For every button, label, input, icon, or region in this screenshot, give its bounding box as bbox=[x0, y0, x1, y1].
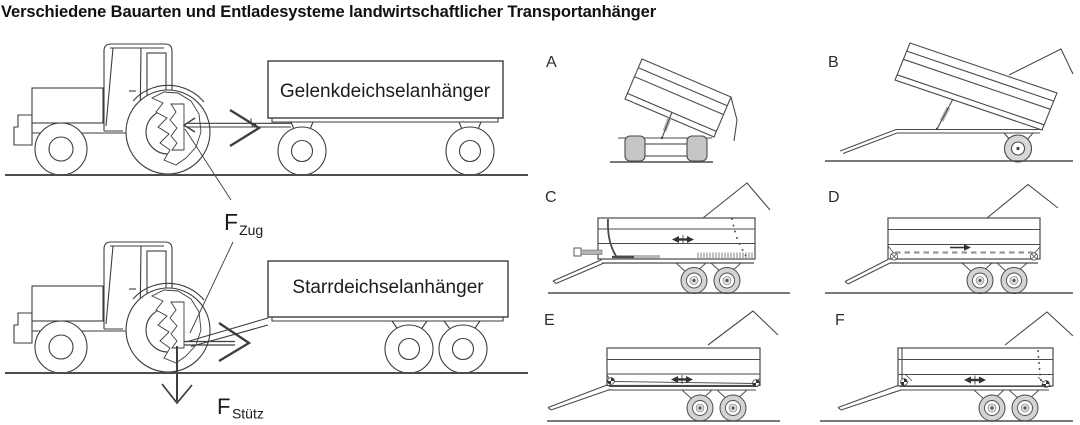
wheel-icon bbox=[713, 266, 741, 295]
wheel-icon bbox=[686, 394, 714, 422]
panel-f: F bbox=[820, 311, 1074, 422]
roller-icon bbox=[607, 377, 615, 385]
fzug-leader-top bbox=[184, 128, 232, 201]
wheel-icon bbox=[680, 266, 708, 295]
drawbar-chassis bbox=[839, 128, 1042, 155]
hitch-bottom bbox=[161, 241, 252, 405]
wheel-icon bbox=[686, 135, 708, 162]
trailer-starr: Starrdeichselanhänger bbox=[185, 260, 509, 374]
drawbar bbox=[837, 384, 902, 411]
scene-gelenkdeichsel: Gelenkdeichselanhänger bbox=[5, 43, 528, 201]
scene-starrdeichsel: Starrdeichselanhänger bbox=[5, 241, 528, 405]
roller-icon bbox=[1029, 252, 1039, 261]
hitch-top bbox=[182, 109, 291, 201]
material-flow-dots bbox=[731, 218, 747, 257]
panel-a: A bbox=[546, 54, 738, 163]
fzug-leader-bottom bbox=[189, 241, 234, 334]
roller-icon bbox=[900, 378, 908, 386]
tractor-drawing-bottom bbox=[13, 241, 211, 374]
direction-arrow-icon bbox=[964, 244, 971, 251]
panel-b-letter: B bbox=[828, 54, 839, 71]
push-off-wall bbox=[607, 218, 618, 259]
trailer-gelenk-label: Gelenkdeichselanhänger bbox=[280, 81, 491, 102]
panel-e-letter: E bbox=[544, 312, 555, 329]
wheel-icon bbox=[978, 394, 1006, 422]
panel-f-letter: F bbox=[835, 312, 845, 329]
panel-c: C bbox=[545, 182, 790, 295]
panel-c-letter: C bbox=[545, 189, 557, 206]
drawbar bbox=[552, 258, 605, 285]
tractor-drawing-top bbox=[13, 43, 211, 176]
roller-icon bbox=[752, 379, 760, 387]
push-off-cylinder bbox=[580, 249, 603, 255]
trailer-gelenk: Gelenkdeichselanhänger bbox=[267, 60, 504, 176]
wheel-icon bbox=[719, 394, 747, 422]
wheel-icon bbox=[966, 266, 994, 295]
heap-outline bbox=[986, 183, 1059, 219]
force-zug-label: FZug bbox=[224, 209, 263, 238]
pull-direction-arrow-top bbox=[229, 109, 262, 147]
panel-e: E bbox=[544, 310, 780, 422]
figure-title: Verschiedene Bauarten und Entladesysteme… bbox=[1, 3, 657, 21]
wheel-icon bbox=[624, 135, 646, 162]
tipped-body bbox=[624, 58, 732, 138]
pull-arrow-small-top bbox=[182, 117, 196, 133]
drawbar bbox=[844, 259, 891, 285]
roller-icon bbox=[889, 252, 899, 261]
drawbar bbox=[547, 384, 611, 411]
wheel-icon bbox=[1000, 266, 1028, 295]
trailer-starr-label: Starrdeichselanhänger bbox=[292, 277, 484, 298]
heap-outline bbox=[702, 182, 771, 219]
heap-outline bbox=[1008, 48, 1074, 76]
panel-d-letter: D bbox=[828, 189, 840, 206]
tailgate bbox=[730, 96, 738, 142]
heap-outline bbox=[1004, 311, 1074, 346]
pull-direction-arrow-bottom bbox=[218, 322, 252, 362]
support-force-arrowhead bbox=[161, 383, 193, 405]
panel-d: D bbox=[825, 183, 1073, 295]
heap-outline bbox=[707, 310, 779, 346]
panel-b: B bbox=[825, 42, 1074, 163]
panel-a-letter: A bbox=[546, 54, 557, 71]
wheel-icon bbox=[1011, 394, 1039, 422]
tipped-body bbox=[894, 42, 1058, 131]
